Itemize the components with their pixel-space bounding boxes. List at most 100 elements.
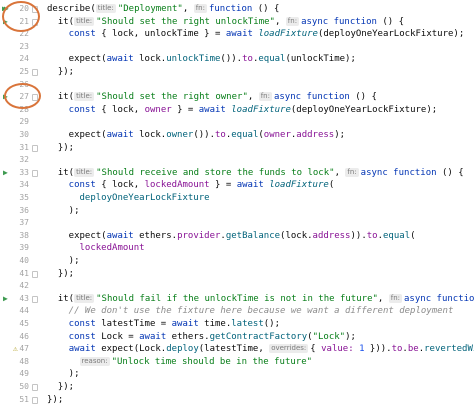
code-token: });	[47, 394, 64, 405]
code-line[interactable]: 29	[0, 116, 474, 128]
fold-marker-icon[interactable]	[32, 270, 38, 278]
code-line[interactable]: 26	[0, 79, 474, 91]
code-token: (	[328, 180, 335, 191]
run-test-icon[interactable]: ▶	[3, 16, 8, 26]
code-token: lockedAmount	[47, 243, 145, 254]
code-token: );	[47, 205, 80, 216]
code-token: );	[47, 369, 80, 380]
code-line[interactable]: 25 });	[0, 66, 474, 78]
fold-marker-icon[interactable]	[32, 144, 38, 152]
code-text: await expect(Lock.deploy(latestTime, ove…	[47, 343, 474, 355]
code-line[interactable]: 24 expect(await lock.unlockTime()).to.eq…	[0, 53, 474, 65]
code-line[interactable]: 30 expect(await lock.owner()).to.equal(o…	[0, 129, 474, 141]
code-line[interactable]: 47⚠ await expect(Lock.deploy(latestTime,…	[0, 343, 474, 355]
parameter-hint: title:	[74, 293, 95, 303]
code-line[interactable]: 32	[0, 154, 474, 166]
code-token: loadFixture	[231, 104, 291, 115]
code-token: .	[252, 54, 259, 65]
run-test-icon[interactable]: ▶	[3, 92, 8, 102]
code-line[interactable]: 35 deployOneYearLockFixture	[0, 192, 474, 204]
warning-icon[interactable]: ⚠	[13, 344, 18, 354]
code-text: );	[47, 205, 80, 217]
code-text: reason:"Unlock time should be in the fut…	[47, 356, 312, 368]
code-line[interactable]: 45 const latestTime = await time.latest(…	[0, 318, 474, 330]
code-line[interactable]: 20▶▶describe(title:"Deployment", fn:func…	[0, 3, 474, 15]
code-line[interactable]: 40 );	[0, 255, 474, 267]
code-token: await	[139, 331, 167, 342]
code-line[interactable]: 36 );	[0, 205, 474, 217]
fold-marker-icon[interactable]	[32, 18, 38, 26]
code-token: "Unlock time should be in the future"	[111, 356, 313, 367]
run-test-icon[interactable]: ▶	[3, 293, 8, 303]
code-text: it(title:"Should set the right owner", f…	[47, 91, 377, 103]
run-test-icon[interactable]: ▶	[3, 167, 8, 177]
code-line[interactable]: 31 });	[0, 142, 474, 154]
code-line[interactable]: 42	[0, 280, 474, 292]
code-line[interactable]: 51});	[0, 394, 474, 406]
code-line[interactable]: 33▶ it(title:"Should receive and store t…	[0, 167, 474, 179]
code-token: lock.	[133, 130, 167, 140]
fold-marker-icon[interactable]	[32, 69, 38, 76]
code-token: getContractFactory	[209, 331, 308, 342]
code-token: (	[258, 130, 264, 140]
code-token: await	[198, 104, 226, 115]
code-line[interactable]: 39 lockedAmount	[0, 242, 474, 254]
code-token: lock.	[133, 54, 167, 65]
code-token: });	[47, 268, 75, 279]
run-all-icon[interactable]: ▶▶	[2, 4, 8, 13]
code-token: loadFixture	[269, 180, 329, 191]
code-line[interactable]: 27▶ it(title:"Should set the right owner…	[0, 91, 474, 103]
line-number: 33	[19, 167, 29, 177]
code-text: );	[47, 255, 80, 267]
code-line[interactable]: 44 // We don't use the fixture here beca…	[0, 305, 474, 317]
code-line[interactable]: 43▶ it(title:"Should fail if the unlockT…	[0, 293, 474, 305]
code-token: be	[407, 344, 419, 355]
code-token: const	[47, 104, 96, 115]
code-token: lockedAmount	[144, 180, 210, 191]
code-line[interactable]: 22 const { lock, unlockTime } = await lo…	[0, 28, 474, 40]
code-token: 1	[359, 344, 365, 355]
code-token: equal	[231, 130, 259, 140]
fold-marker-icon[interactable]	[32, 169, 38, 177]
code-line[interactable]: 50 });	[0, 381, 474, 393]
code-text: deployOneYearLockFixture	[47, 192, 210, 204]
fold-marker-icon[interactable]	[32, 396, 38, 404]
code-token: ()).	[193, 130, 215, 140]
code-line[interactable]: 28 const { lock, owner } = await loadFix…	[0, 104, 474, 116]
fold-marker-icon[interactable]	[32, 94, 38, 102]
code-line[interactable]: 41 });	[0, 268, 474, 280]
fold-marker-icon[interactable]	[32, 6, 38, 13]
code-token: const	[47, 29, 96, 40]
code-token	[47, 357, 80, 367]
code-token: equal	[258, 54, 286, 65]
line-number: 29	[19, 117, 29, 127]
code-text: });	[47, 142, 74, 154]
fold-marker-icon[interactable]	[32, 384, 38, 391]
line-number: 22	[19, 29, 29, 39]
code-token: { lock, unlockTime } =	[95, 29, 226, 40]
code-line[interactable]: 23	[0, 41, 474, 53]
code-token: "Deployment"	[117, 4, 183, 14]
code-line[interactable]: 38 expect(await ethers.provider.getBalan…	[0, 230, 474, 242]
code-line[interactable]: 37	[0, 217, 474, 229]
code-token: getBalance	[225, 230, 281, 241]
code-token: it(	[47, 16, 75, 27]
code-line[interactable]: 34 const { lock, lockedAmount } = await …	[0, 179, 474, 191]
code-token: );	[47, 256, 80, 266]
code-token: revertedWith	[424, 344, 474, 355]
code-token: latest	[231, 319, 264, 329]
code-line[interactable]: 46 const Lock = await ethers.getContract…	[0, 331, 474, 343]
line-number: 46	[19, 331, 29, 341]
code-token: () {	[349, 92, 377, 103]
code-line[interactable]: 48 reason:"Unlock time should be in the …	[0, 356, 474, 368]
line-number: 24	[19, 54, 29, 64]
code-line[interactable]: 21▶ it(title:"Should set the right unloc…	[0, 16, 474, 28]
code-text: const Lock = await ethers.getContractFac…	[47, 331, 356, 343]
code-token	[47, 344, 69, 354]
code-line[interactable]: 49 );	[0, 368, 474, 380]
fold-marker-icon[interactable]	[32, 295, 38, 303]
code-token: await	[106, 130, 134, 140]
code-token: {	[310, 344, 322, 355]
parameter-hint: fn:	[193, 4, 207, 13]
